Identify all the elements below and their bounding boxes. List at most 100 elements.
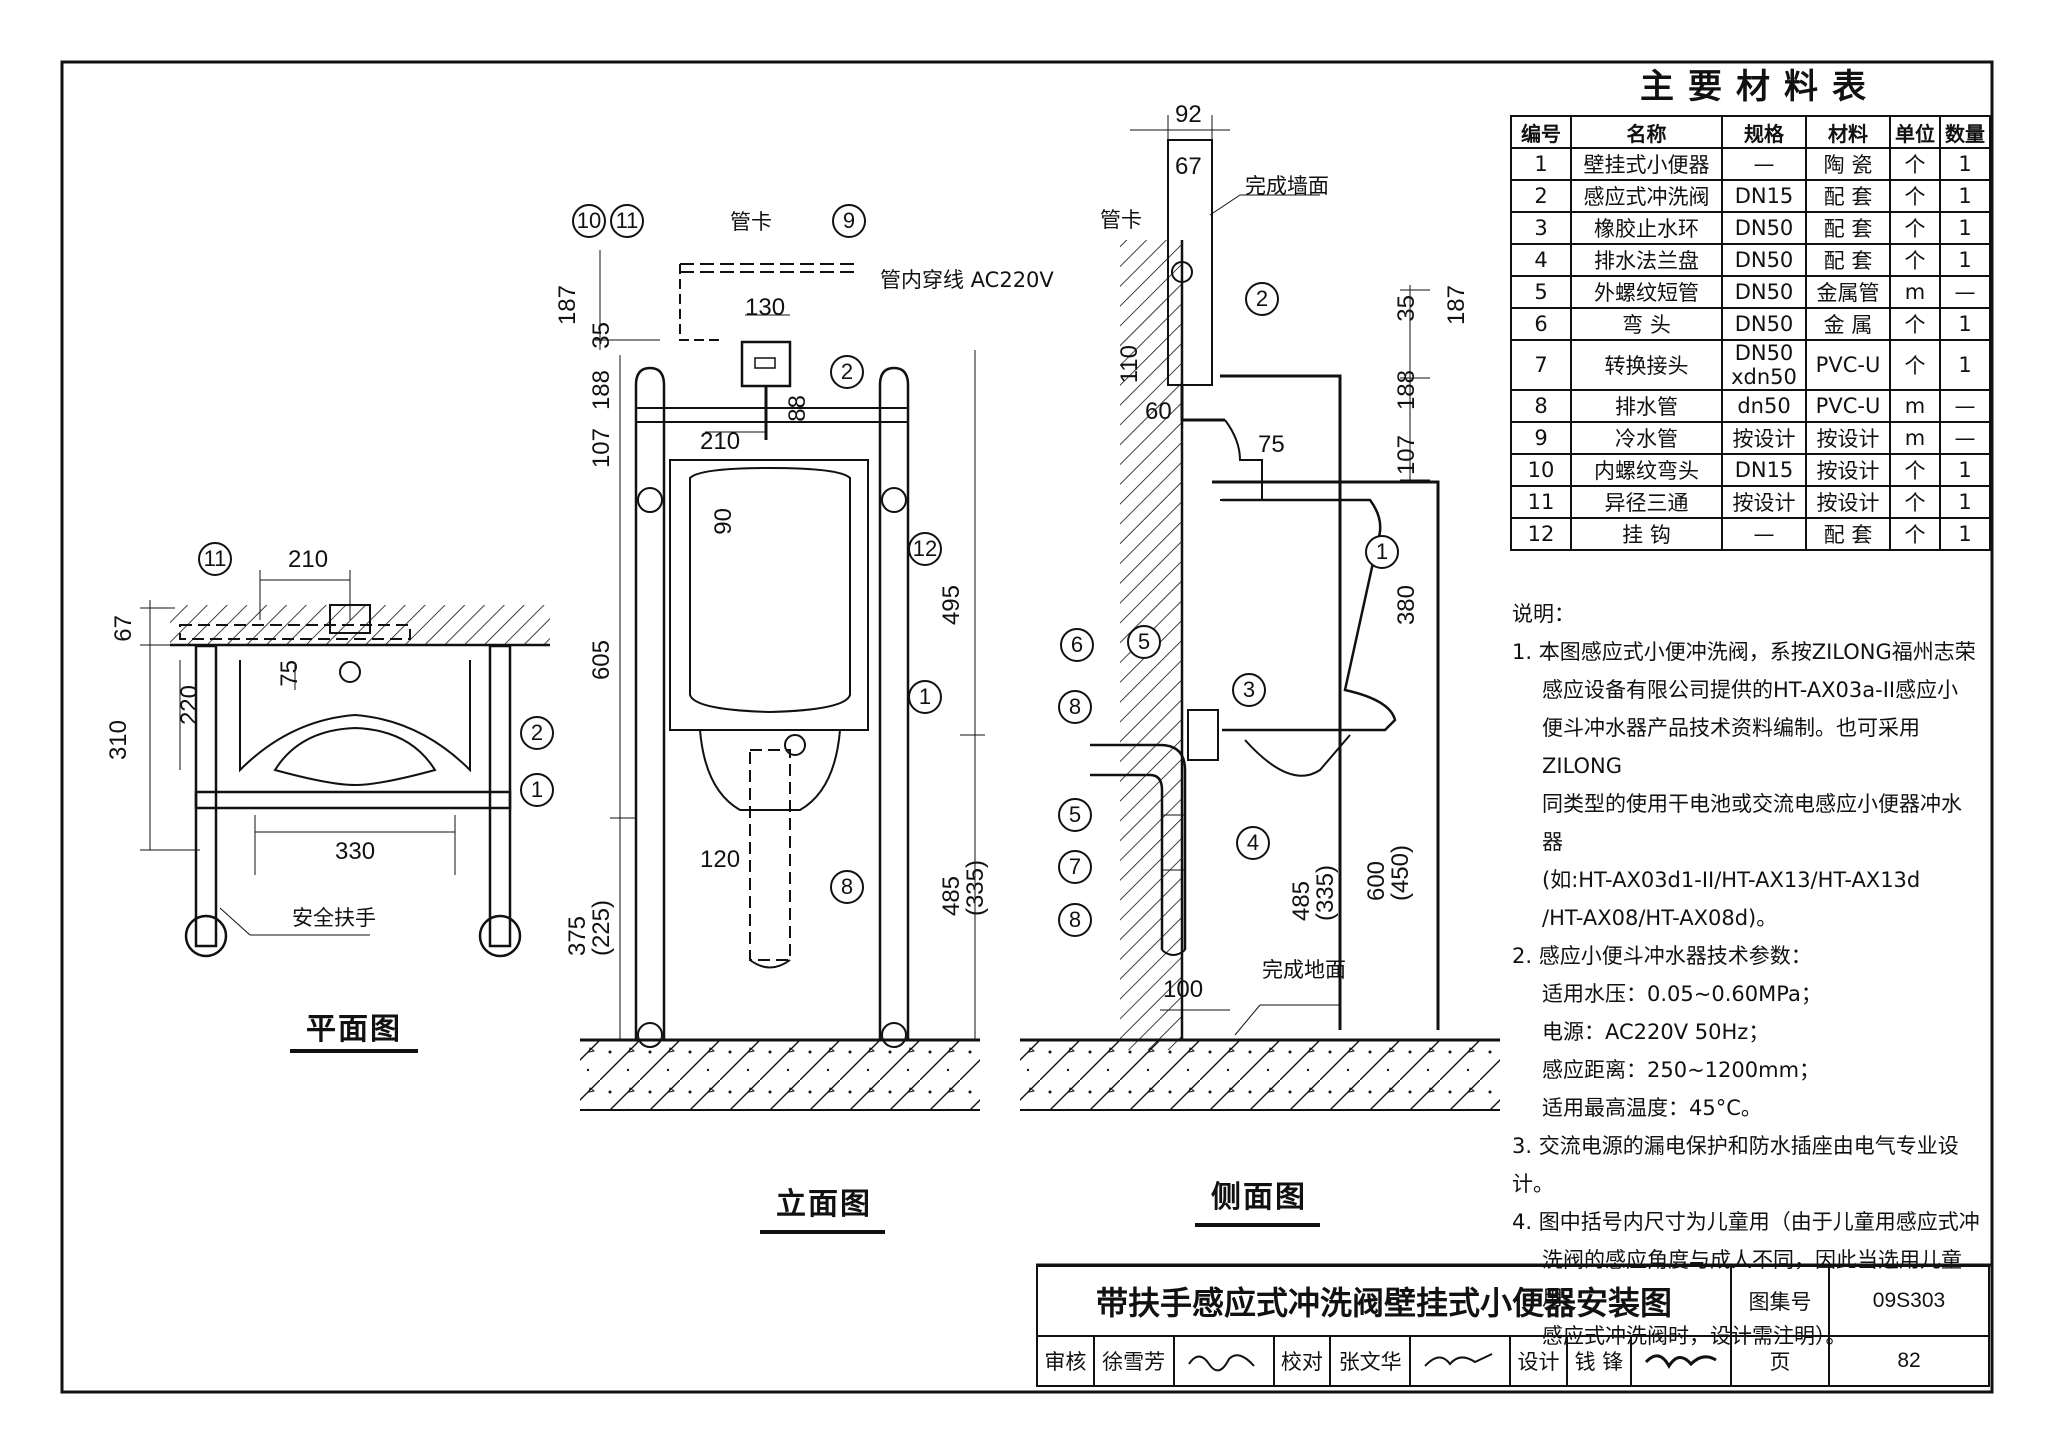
elev-callout-8: 8 (830, 870, 864, 904)
plan-dim-75: 75 (276, 660, 303, 687)
materials-cell: 排水管 (1570, 389, 1723, 423)
review-label: 审核 (1036, 1335, 1095, 1387)
side-view-drawing (1020, 115, 1500, 1111)
note-line: 4. 图中括号内尺寸为儿童用（由于儿童用感应式冲 (1512, 1210, 1980, 1234)
materials-cell: 1 (1939, 179, 1991, 213)
elev-dim-130: 130 (745, 294, 786, 321)
materials-cell: 个 (1889, 243, 1941, 277)
materials-cell: 橡胶止水环 (1570, 211, 1723, 245)
materials-table-header: 编号 名称 规格 材料 单位 数量 (1510, 115, 1991, 149)
materials-cell: 按设计 (1805, 453, 1891, 487)
materials-cell: DN50 (1721, 211, 1807, 245)
materials-cell: 个 (1889, 485, 1941, 519)
materials-cell: 金属管 (1805, 275, 1891, 309)
elev-dim-495: 495 (938, 585, 965, 626)
page-number: 82 (1828, 1335, 1990, 1387)
materials-cell: — (1939, 389, 1991, 423)
col-header: 编号 (1510, 115, 1572, 149)
page-label: 页 (1730, 1335, 1830, 1387)
elevation-view-drawing (580, 250, 985, 1111)
elev-callout-12: 12 (908, 532, 942, 566)
plan-dim-210: 210 (288, 546, 329, 573)
side-dim-187: 187 (1443, 285, 1470, 326)
atlas-label: 图集号 (1730, 1265, 1830, 1337)
materials-cell: 1 (1939, 243, 1991, 277)
elev-dim-35: 35 (588, 322, 615, 349)
materials-cell: 6 (1510, 307, 1572, 341)
side-pipe-clamp-label: 管卡 (1100, 208, 1142, 232)
materials-cell: PVC-U (1805, 389, 1891, 423)
materials-cell: 1 (1939, 485, 1991, 519)
note-line: 适用水压：0.05~0.60MPa； (1542, 982, 1822, 1006)
elev-dim-188: 188 (588, 370, 615, 411)
side-dim-485-335: 485 (335) (1288, 865, 1339, 922)
materials-cell: 5 (1510, 275, 1572, 309)
materials-cell: DN50 (1721, 243, 1807, 277)
materials-cell: 个 (1889, 453, 1941, 487)
materials-cell: 1 (1939, 339, 1991, 391)
col-header: 单位 (1889, 115, 1941, 149)
note-line: 便斗冲水器产品技术资料编制。也可采用ZILONG (1542, 716, 1920, 778)
materials-cell: 按设计 (1721, 485, 1807, 519)
materials-cell: 12 (1510, 517, 1572, 551)
materials-cell: 挂 钩 (1570, 517, 1723, 551)
design-label: 设计 (1509, 1335, 1568, 1387)
materials-cell: 3 (1510, 211, 1572, 245)
side-view-title: 侧面图 (1211, 1180, 1307, 1215)
side-dim-100: 100 (1163, 976, 1204, 1003)
col-header: 名称 (1570, 115, 1723, 149)
signature-mark (1187, 1353, 1255, 1371)
materials-cell: 1 (1939, 517, 1991, 551)
materials-cell: 个 (1889, 307, 1941, 341)
materials-cell: 10 (1510, 453, 1572, 487)
side-dim-92: 92 (1175, 101, 1202, 128)
elev-dim-210: 210 (700, 428, 741, 455)
materials-cell: DN15 (1721, 179, 1807, 213)
materials-cell: DN15 (1721, 453, 1807, 487)
materials-cell: 1 (1510, 147, 1572, 181)
note-line: 电源：AC220V 50Hz； (1542, 1020, 1770, 1044)
side-callout-8b: 8 (1058, 903, 1092, 937)
materials-cell: 9 (1510, 421, 1572, 455)
plan-dim-330: 330 (335, 838, 376, 865)
materials-cell: 异径三通 (1570, 485, 1723, 519)
materials-cell: 配 套 (1805, 517, 1891, 551)
materials-cell: m (1889, 389, 1941, 423)
materials-cell: 2 (1510, 179, 1572, 213)
col-header: 规格 (1721, 115, 1807, 149)
finished-wall-label: 完成墙面 (1245, 174, 1329, 198)
side-callout-6: 6 (1060, 628, 1094, 662)
note-line: 适用最高温度：45°C。 (1542, 1096, 1762, 1120)
plan-view-drawing (140, 570, 550, 958)
materials-cell: 1 (1939, 147, 1991, 181)
plan-dim-310: 310 (105, 720, 132, 761)
materials-cell: — (1721, 517, 1807, 551)
outer-frame (60, 60, 1994, 1394)
designer-name: 钱 锋 (1565, 1335, 1633, 1387)
elev-dim-605: 605 (588, 640, 615, 681)
elev-callout-2: 2 (830, 355, 864, 389)
materials-cell: 陶 瓷 (1805, 147, 1891, 181)
reviewer-signature (1172, 1335, 1275, 1387)
notes-heading: 说明： (1512, 602, 1575, 626)
materials-cell: PVC-U (1805, 339, 1891, 391)
note-line: 3. 交流电源的漏电保护和防水插座由电气专业设计。 (1512, 1134, 1959, 1196)
materials-cell: dn50 (1721, 389, 1807, 423)
atlas-number: 09S303 (1828, 1265, 1990, 1337)
elev-callout-10: 10 (572, 204, 606, 238)
side-dim-67: 67 (1175, 153, 1202, 180)
title-block: 带扶手感应式冲洗阀壁挂式小便器安装图 图集号 09S303 审核 徐雪芳 校对 … (1036, 1265, 1990, 1387)
elev-dim-187: 187 (554, 285, 581, 326)
note-line: 感应距离：250~1200mm； (1542, 1058, 1821, 1082)
handrail-label: 安全扶手 (292, 906, 376, 930)
plan-dim-220: 220 (176, 685, 203, 726)
elev-dim-90: 90 (710, 508, 737, 535)
